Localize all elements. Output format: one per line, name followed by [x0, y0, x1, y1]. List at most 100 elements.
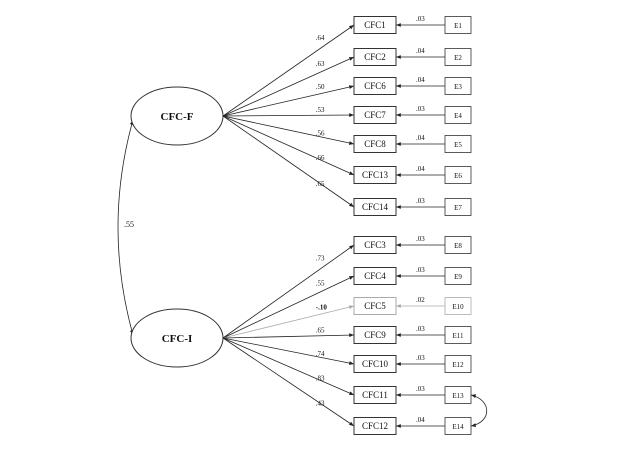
error-box — [444, 326, 472, 344]
error-covariance-arrow — [470, 394, 487, 427]
factor-cfc-f: CFC-F — [130, 86, 224, 146]
loading-label: .43 — [316, 399, 325, 407]
error-weight-label: .03 — [416, 385, 425, 393]
error-weight-label: .03 — [416, 354, 425, 362]
loading-arrow — [222, 113, 355, 117]
error-label: E4 — [454, 112, 462, 120]
indicator-label: CFC2 — [364, 52, 386, 62]
indicator-label: CFC7 — [364, 110, 386, 120]
factor-label: CFC-I — [162, 333, 193, 345]
error-label: E14 — [452, 423, 464, 431]
error-weight-label: .02 — [416, 296, 425, 304]
error-label: E2 — [454, 54, 462, 62]
error-label: E5 — [454, 141, 462, 149]
loading-arrow — [222, 337, 355, 365]
error-weight-label: .03 — [416, 15, 425, 23]
loading-label: -.10 — [316, 303, 328, 311]
indicator-label: CFC4 — [364, 271, 386, 281]
error-label: E12 — [452, 361, 464, 369]
error-label: E3 — [454, 83, 462, 91]
loading-arrow — [222, 24, 355, 117]
loading-arrow — [222, 115, 355, 208]
error-label: E7 — [454, 204, 462, 212]
indicator-label: CFC5 — [364, 301, 386, 311]
indicator-label: CFC14 — [362, 202, 389, 212]
error-weight-label: .03 — [416, 325, 425, 333]
error-label: E11 — [452, 332, 464, 340]
error-box — [444, 16, 472, 34]
factor-correlation-arrow — [117, 119, 134, 336]
loading-label: .55 — [316, 279, 325, 287]
indicator-label: CFC8 — [364, 139, 386, 149]
loading-label: .73 — [316, 255, 325, 263]
error-weight-label: .04 — [416, 416, 425, 424]
factor-correlation-label: .55 — [124, 220, 134, 229]
error-weight-label: .04 — [416, 76, 425, 84]
error-label: E1 — [454, 22, 462, 30]
error-box — [444, 267, 472, 285]
error-label: E8 — [454, 242, 462, 250]
indicator-label: CFC3 — [364, 240, 386, 250]
error-weight-label: .03 — [416, 235, 425, 243]
indicator-label: CFC10 — [362, 359, 389, 369]
error-box — [444, 135, 472, 153]
error-weight-label: .03 — [416, 266, 425, 274]
error-box — [444, 48, 472, 66]
loading-arrow — [222, 337, 355, 427]
loading-label: .50 — [316, 83, 325, 91]
loading-label: .65 — [316, 327, 325, 335]
loading-label: .63 — [316, 60, 325, 68]
error-weight-label: .03 — [416, 197, 425, 205]
indicator-label: CFC9 — [364, 330, 386, 340]
error-weight-label: .04 — [416, 165, 425, 173]
indicator-label: CFC12 — [362, 421, 388, 431]
error-label: E9 — [454, 273, 462, 281]
loading-arrow — [222, 115, 355, 145]
loading-arrow — [222, 333, 355, 339]
factor-label: CFC-F — [161, 111, 194, 123]
error-label: E10 — [452, 303, 464, 311]
error-weight-label: .04 — [416, 134, 425, 142]
error-box — [444, 236, 472, 254]
loading-arrow — [222, 115, 355, 176]
error-box — [444, 198, 472, 216]
error-weight-label: .04 — [416, 47, 425, 55]
error-weight-label: .03 — [416, 105, 425, 113]
error-label: E13 — [452, 392, 464, 400]
loading-arrow — [222, 305, 355, 339]
loading-label: .53 — [316, 106, 325, 114]
indicator-label: CFC13 — [362, 170, 389, 180]
loading-arrow — [222, 85, 355, 117]
loading-arrow — [222, 337, 355, 396]
error-box — [444, 297, 472, 315]
indicator-label: CFC11 — [362, 390, 388, 400]
error-box — [444, 106, 472, 124]
loading-label: .74 — [316, 350, 325, 358]
loading-label: .64 — [316, 34, 325, 42]
error-box — [444, 355, 472, 373]
error-label: E6 — [454, 172, 462, 180]
factor-cfc-i: CFC-I — [130, 308, 224, 368]
indicator-label: CFC1 — [364, 20, 386, 30]
loading-arrow — [222, 275, 355, 339]
loading-arrow — [222, 56, 355, 117]
error-box — [444, 166, 472, 184]
loading-arrow — [222, 244, 355, 339]
loading-label: .66 — [316, 154, 325, 162]
